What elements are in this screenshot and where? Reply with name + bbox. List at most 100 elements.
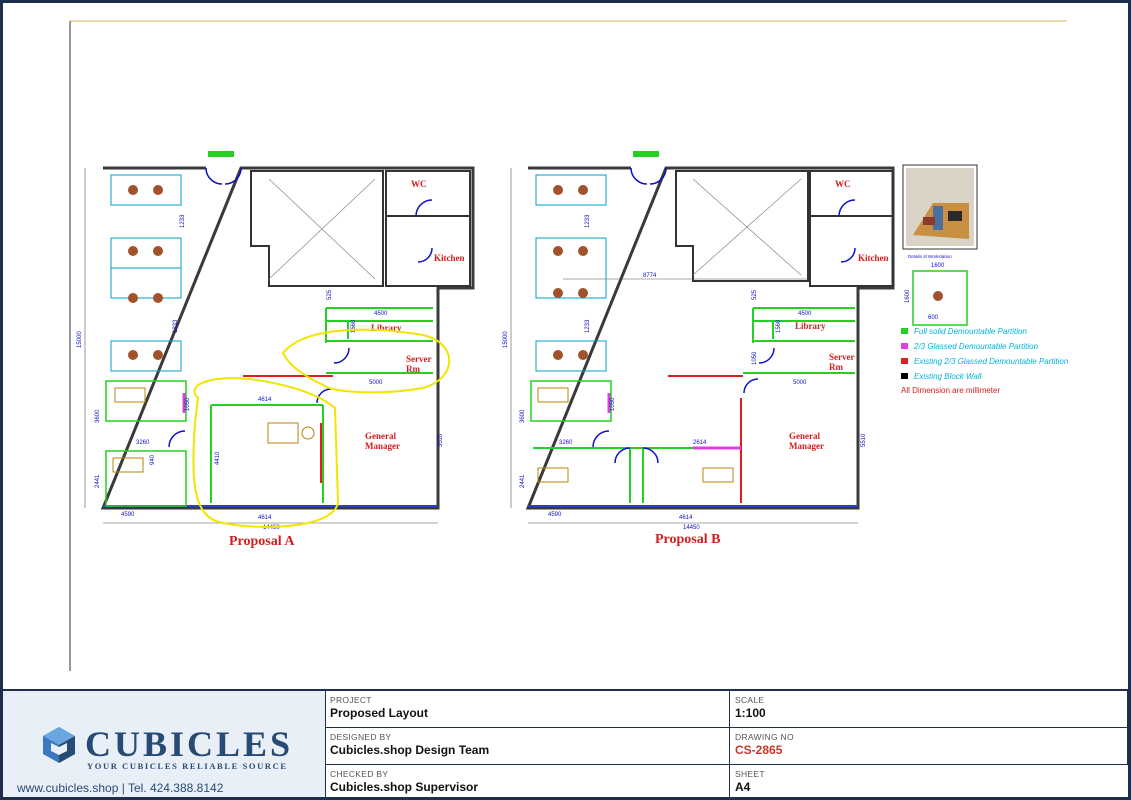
room-label: Library [795,321,826,331]
dim-label: 2614 [693,440,707,446]
kitchen-room [809,215,894,287]
office-room [105,380,187,422]
desk [537,467,569,483]
scale-value: 1:100 [735,706,766,720]
dim-label: 1050 [752,351,758,365]
partition-green [752,308,774,343]
office-door [168,430,186,448]
dim-label: 1600 [905,289,911,303]
dim-label: 1050 [610,397,616,411]
designed-label: DESIGNED BY [330,732,392,742]
chair [553,288,563,298]
chair [128,185,138,195]
plan-title: Proposal B [655,532,720,547]
dim-label: 2441 [95,474,101,488]
plan-title: Proposal A [229,534,295,549]
wc-room [385,170,471,217]
legend: Full solid Demountable Partition 2/3 Gla… [901,327,1069,395]
room-label: Kitchen [434,253,465,263]
contact-info: www.cubicles.shop | Tel. 424.388.8142 [17,781,224,795]
dim-label: 1600 [931,263,945,269]
workstation-cluster [535,174,607,372]
project-value: Proposed Layout [330,706,429,720]
workstation [535,340,607,372]
outer-wall [100,166,475,510]
chair [553,185,563,195]
chair [128,293,138,303]
dim-label: 5510 [861,433,867,447]
chair [153,185,163,195]
cube-logo-icon [43,727,75,763]
designed-cell: DESIGNED BY Cubicles.shop Design Team [325,728,730,765]
chair [553,246,563,256]
workstation-detail: Details of Workstation 1600 1600 600 [902,164,978,326]
chair [578,350,588,360]
chair [933,291,943,301]
desk [267,422,299,444]
dim-label: 14450 [683,525,700,531]
exit-sign [633,151,659,157]
proposed-room-wall [210,404,324,503]
dim-label: 525 [752,289,758,300]
sheet-label: SHEET [735,769,765,779]
chair [128,246,138,256]
workstation [110,174,182,206]
dim-label: 3260 [559,440,573,446]
desk [702,467,734,483]
room-label: WC [411,179,427,189]
workstation [535,174,607,206]
dim-label: 1050 [185,397,191,411]
partition-green [743,307,855,374]
entry-door [205,167,242,185]
sheet-value: A4 [735,780,751,794]
designed-value: Cubicles.shop Design Team [330,743,490,757]
desk [114,387,146,403]
legend-note: All Dimension are millimeter [901,386,1000,395]
workstation [110,237,182,269]
chair [578,246,588,256]
scale-label: SCALE [735,695,765,705]
highlight-markup [192,377,340,528]
partition-green [629,448,644,503]
title-block: CUBICLES YOUR CUBICLES RELIABLE SOURCE w… [3,689,1128,797]
shaft-cross [268,178,376,280]
project-label: PROJECT [330,695,372,705]
wc-door [838,199,856,263]
office-door [592,430,610,448]
chair [553,350,563,360]
legend-swatch [901,373,908,379]
dim-label: 525 [327,289,333,300]
chair [128,350,138,360]
dim-label: 1233 [173,319,179,333]
detail-caption: Details of Workstation [908,254,952,259]
legend-swatch [901,358,908,364]
outer-wall [525,166,895,510]
dim-label: 4500 [374,311,388,317]
dim-label: 5000 [793,380,807,386]
room-label: WC [835,179,851,189]
chair [153,350,163,360]
shaft-cross [692,178,802,276]
legend-item-label: 2/3 Glassed Demountable Partition [913,342,1039,351]
checked-cell: CHECKED BY Cubicles.shop Supervisor [325,765,730,797]
dim-label: 5000 [369,380,383,386]
wc-door [415,199,433,263]
core-shaft [675,170,809,282]
office-room [530,380,612,422]
server-door [333,347,350,364]
office-room [105,450,187,507]
dim-label: 8774 [643,273,657,279]
highlight-markup [281,328,451,394]
chair [153,246,163,256]
dim-label: 1560 [776,319,782,333]
checked-label: CHECKED BY [330,769,389,779]
dim-label: 1233 [585,319,591,333]
dim-label: 15000 [77,331,83,348]
brand-name: CUBICLES [85,724,294,764]
dim-label: 4410 [215,451,221,465]
exit-sign [208,151,234,157]
